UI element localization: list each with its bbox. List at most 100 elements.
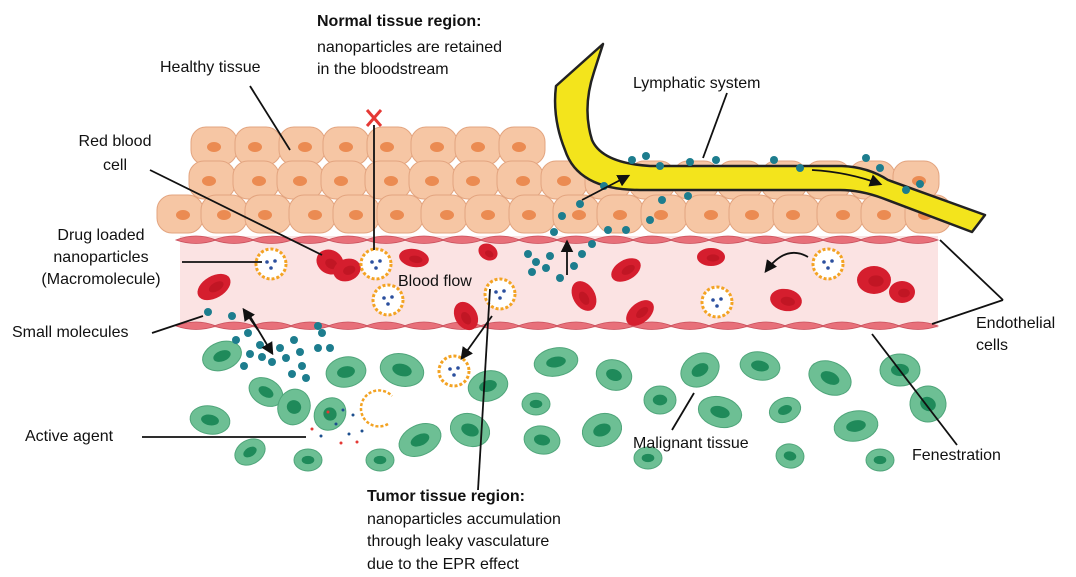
tumor-cell — [465, 366, 511, 405]
label-healthy-tissue: Healthy tissue — [160, 58, 261, 78]
nanoparticle — [813, 249, 843, 279]
particle — [656, 162, 664, 170]
particle — [576, 200, 584, 208]
label-red-blood-cell-1: Red blood — [70, 132, 160, 152]
particle — [524, 250, 532, 258]
label-tumor-line1: nanoparticles accumulation — [367, 510, 561, 530]
label-lymphatic-system: Lymphatic system — [633, 74, 760, 94]
particle — [256, 341, 264, 349]
particle — [268, 358, 276, 366]
malignant-tissue-layer — [188, 336, 953, 471]
particle — [556, 274, 564, 282]
tumor-cell — [866, 449, 894, 471]
nanoparticle — [256, 249, 286, 279]
label-endothelial-2: cells — [976, 336, 1008, 356]
healthy-cell — [497, 161, 543, 199]
healthy-cell — [289, 195, 335, 233]
label-tumor-title: Tumor tissue region: — [367, 487, 525, 507]
tumor-cell — [522, 423, 562, 457]
tumor-cell — [446, 408, 495, 452]
tumor-cell — [324, 354, 369, 390]
label-normal-line2: in the bloodstream — [317, 60, 449, 80]
red-blood-cell — [857, 266, 891, 294]
particle — [228, 312, 236, 320]
particle — [550, 228, 558, 236]
healthy-cell — [191, 127, 237, 165]
healthy-cell — [279, 127, 325, 165]
particle — [588, 240, 596, 248]
tumor-cell — [774, 442, 806, 470]
particle — [558, 212, 566, 220]
particle — [570, 262, 578, 270]
healthy-cell — [365, 161, 411, 199]
particle — [288, 370, 296, 378]
tumor-cell — [644, 386, 676, 414]
label-malignant-tissue: Malignant tissue — [633, 434, 749, 454]
tumor-cell — [188, 403, 232, 438]
tumor-cell — [903, 379, 952, 428]
particle — [646, 216, 654, 224]
healthy-cell — [597, 195, 643, 233]
tumor-cell — [532, 344, 580, 379]
label-normal-line1: nanoparticles are retained — [317, 38, 502, 58]
healthy-cell — [333, 195, 379, 233]
label-small-molecules: Small molecules — [12, 323, 128, 343]
particle — [314, 322, 322, 330]
particle — [686, 158, 694, 166]
healthy-cell — [245, 195, 291, 233]
particle — [712, 156, 720, 164]
healthy-cell — [377, 195, 423, 233]
healthy-cell — [773, 195, 819, 233]
particle — [318, 329, 326, 337]
healthy-cell — [729, 195, 775, 233]
healthy-cell — [321, 161, 367, 199]
tumor-cell — [230, 434, 270, 471]
particle — [296, 348, 304, 356]
tumor-cell — [578, 408, 627, 452]
particle — [916, 180, 924, 188]
healthy-cell — [421, 195, 467, 233]
tumor-cell — [695, 392, 745, 432]
red-blood-cell — [697, 248, 725, 266]
blocked-x-mark — [367, 110, 381, 126]
healthy-cell — [465, 195, 511, 233]
label-blood-flow: Blood flow — [398, 272, 472, 292]
particle — [290, 336, 298, 344]
healthy-cell — [323, 127, 369, 165]
label-drug-loaded-3: (Macromolecule) — [36, 270, 166, 290]
particle — [542, 264, 550, 272]
healthy-cell — [509, 195, 555, 233]
tumor-cell — [366, 449, 394, 471]
particle — [604, 226, 612, 234]
particle — [298, 362, 306, 370]
nanoparticle — [361, 249, 391, 279]
tumor-cell — [803, 354, 856, 402]
particle — [204, 308, 212, 316]
particle — [282, 354, 290, 362]
particle — [578, 250, 586, 258]
label-fenestration: Fenestration — [912, 446, 1001, 466]
healthy-cell — [453, 161, 499, 199]
nanoparticle — [439, 356, 469, 386]
tumor-cell — [294, 449, 322, 471]
particle — [240, 362, 248, 370]
healthy-cell — [411, 127, 457, 165]
particle — [876, 164, 884, 172]
tumor-cell — [308, 391, 353, 436]
particle — [532, 258, 540, 266]
particle — [528, 268, 536, 276]
label-normal-title: Normal tissue region: — [317, 12, 481, 32]
label-endothelial-1: Endothelial — [976, 314, 1055, 334]
tumor-cell — [377, 349, 428, 391]
healthy-cell — [685, 195, 731, 233]
particle — [314, 344, 322, 352]
healthy-cell — [235, 127, 281, 165]
particle — [326, 344, 334, 352]
healthy-cell — [455, 127, 501, 165]
red-blood-cell — [889, 281, 915, 303]
healthy-cell — [233, 161, 279, 199]
particle — [862, 154, 870, 162]
particle — [244, 329, 252, 337]
nanoparticle — [702, 287, 732, 317]
healthy-cell — [409, 161, 455, 199]
